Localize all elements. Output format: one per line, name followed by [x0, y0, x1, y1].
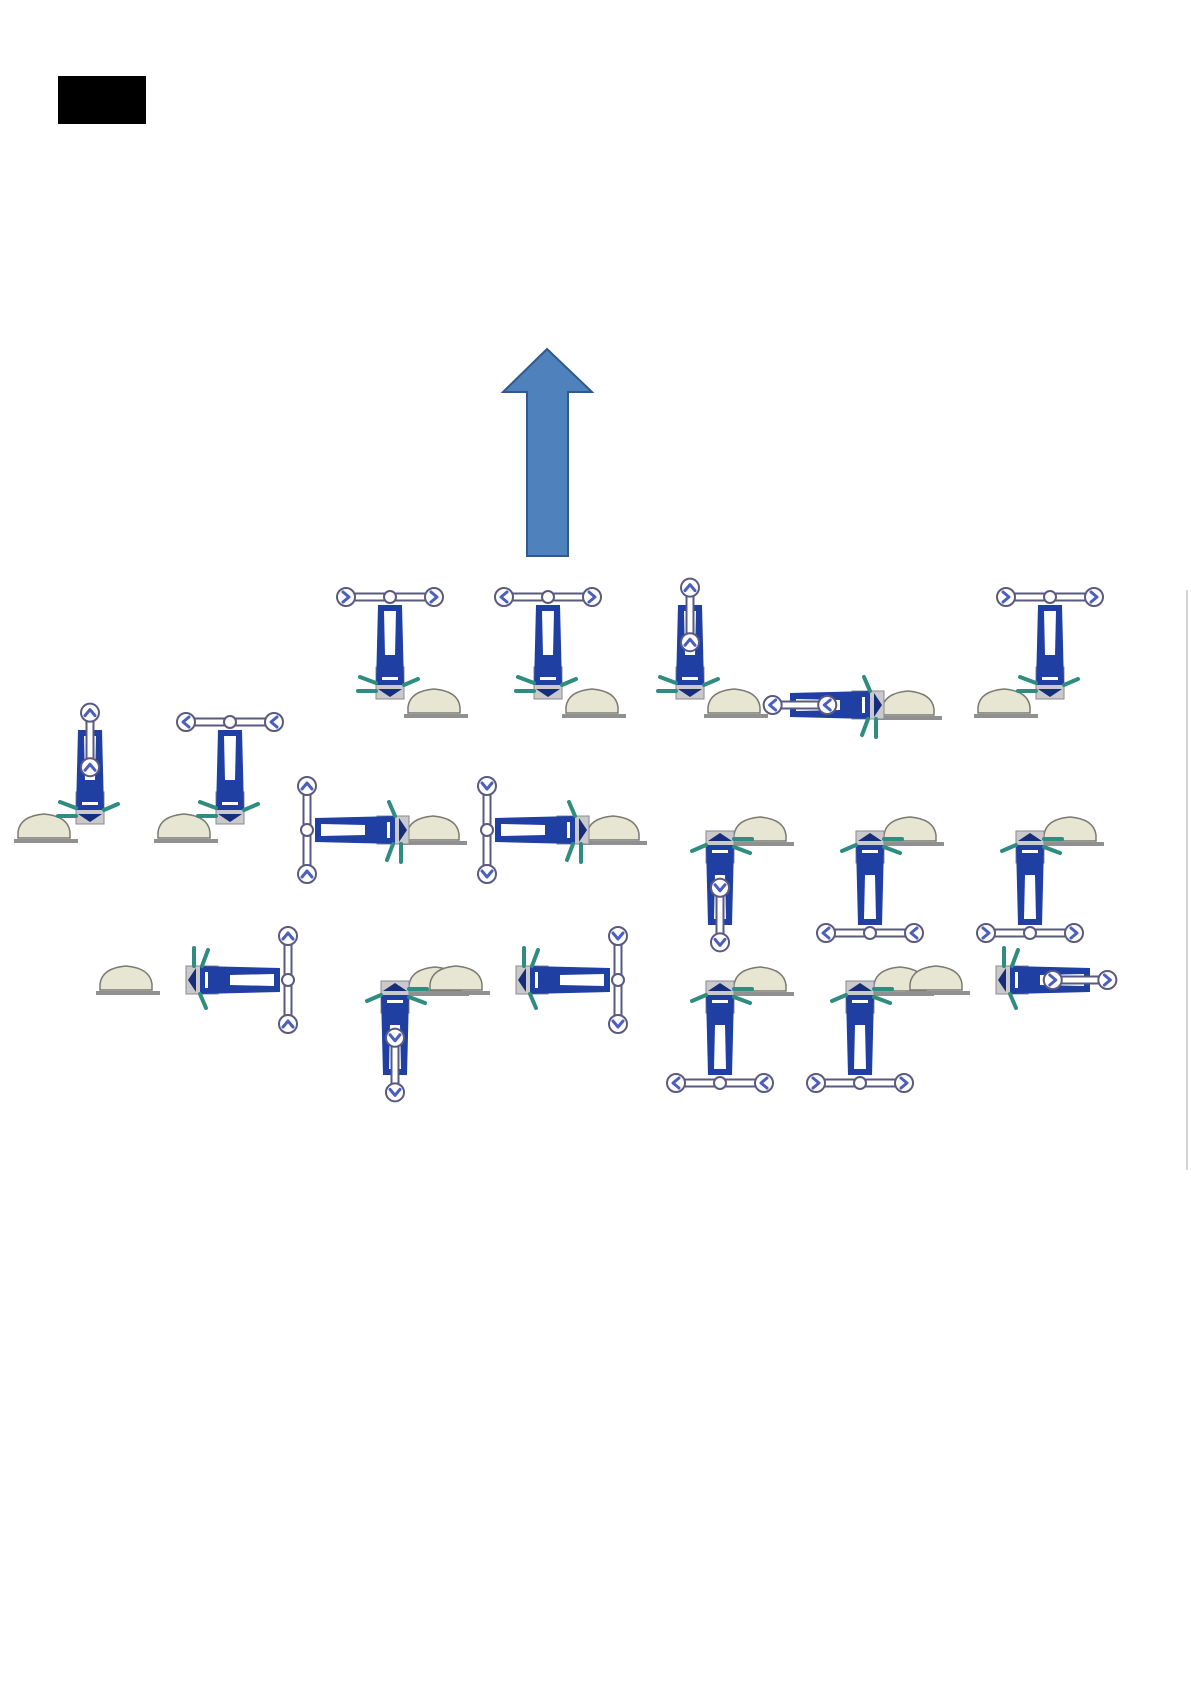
headrest-pad — [562, 689, 626, 718]
knob-chevron-icon — [386, 1029, 404, 1047]
knob-chevron-icon — [609, 927, 627, 945]
config-r3-4 — [667, 967, 794, 1092]
knob-chevron-icon — [1044, 971, 1062, 989]
config-r1-2 — [495, 588, 626, 718]
knob-chevron-icon — [81, 704, 99, 722]
bar-hub — [224, 716, 236, 728]
headrest-pad — [730, 967, 794, 996]
knob-chevron-icon — [905, 924, 923, 942]
knob-chevron-icon — [817, 924, 835, 942]
device-shape — [495, 802, 589, 862]
knob-chevron-icon — [279, 927, 297, 945]
knob-chevron-icon — [495, 588, 513, 606]
device-body — [1018, 605, 1078, 699]
knob-chevron-icon — [478, 865, 496, 883]
headrest-pad — [14, 814, 78, 843]
headrest-pad — [583, 816, 647, 845]
knob-chevron-icon — [265, 713, 283, 731]
bar-hub — [1044, 591, 1056, 603]
config-r2-6 — [817, 817, 944, 942]
device-body — [358, 605, 418, 699]
headrest-pad — [96, 966, 160, 995]
knob-chevron-icon — [177, 713, 195, 731]
knob-chevron-icon — [1085, 588, 1103, 606]
device-shape — [198, 730, 258, 824]
knob-chevron-icon — [1098, 971, 1116, 989]
config-r1-4 — [764, 677, 942, 737]
knob-chevron-icon — [81, 758, 99, 776]
config-r3-6 — [906, 948, 1116, 1008]
knob-chevron-icon — [298, 777, 316, 795]
bar-hub — [542, 591, 554, 603]
config-r3-1 — [96, 927, 297, 1033]
headrest-pad — [878, 691, 942, 720]
knob-chevron-icon — [711, 879, 729, 897]
config-r2-7 — [977, 817, 1104, 942]
bar-hub — [714, 1077, 726, 1089]
headrest-pad — [404, 689, 468, 718]
knob-chevron-icon — [711, 933, 729, 951]
bar-hub — [612, 974, 624, 986]
headrest-pad — [154, 814, 218, 843]
knob-chevron-icon — [895, 1074, 913, 1092]
knob-chevron-icon — [337, 588, 355, 606]
bar-hub — [864, 927, 876, 939]
bar-hub — [1024, 927, 1036, 939]
device-shape — [1018, 605, 1078, 699]
headrest-pad — [730, 817, 794, 846]
device-shape — [186, 948, 280, 1008]
knob-chevron-icon — [807, 1074, 825, 1092]
headrest-pad — [880, 817, 944, 846]
device-body — [516, 948, 610, 1008]
knob-chevron-icon — [425, 588, 443, 606]
config-r1-3 — [658, 579, 768, 718]
knob-chevron-icon — [1065, 924, 1083, 942]
arrow-up-icon — [503, 349, 592, 556]
knob-chevron-icon — [977, 924, 995, 942]
knob-chevron-icon — [279, 1015, 297, 1033]
device-body — [516, 605, 576, 699]
config-r2-2 — [154, 713, 283, 843]
bar-hub — [301, 824, 313, 836]
device-shape — [516, 948, 610, 1008]
knob-chevron-icon — [764, 696, 782, 714]
device-shape — [358, 605, 418, 699]
bar-hub — [282, 974, 294, 986]
device-shape — [315, 802, 409, 862]
config-r2-1 — [14, 704, 118, 843]
knob-chevron-icon — [997, 588, 1015, 606]
device-shape — [516, 605, 576, 699]
knob-chevron-icon — [681, 579, 699, 597]
headrest-pad — [704, 689, 768, 718]
headrest-pad — [403, 816, 467, 845]
config-r1-5 — [974, 588, 1103, 718]
config-r2-4 — [478, 777, 647, 883]
config-r2-3 — [298, 777, 467, 883]
device-body — [198, 730, 258, 824]
knob-chevron-icon — [583, 588, 601, 606]
knob-chevron-icon — [818, 696, 836, 714]
bar-hub — [854, 1077, 866, 1089]
knob-chevron-icon — [298, 865, 316, 883]
bar-hub — [384, 591, 396, 603]
knob-chevron-icon — [755, 1074, 773, 1092]
knob-chevron-icon — [386, 1083, 404, 1101]
config-r2-5 — [692, 817, 794, 951]
knob-chevron-icon — [609, 1015, 627, 1033]
device-body — [315, 802, 409, 862]
knob-chevron-icon — [478, 777, 496, 795]
headrest-pad — [1040, 817, 1104, 846]
bar-hub — [481, 824, 493, 836]
config-r1-1 — [337, 588, 468, 718]
knob-chevron-icon — [681, 633, 699, 651]
device-body — [495, 802, 589, 862]
device-body — [186, 948, 280, 1008]
headrest-pad — [974, 689, 1038, 718]
knob-chevron-icon — [667, 1074, 685, 1092]
config-r3-3 — [426, 927, 627, 1033]
